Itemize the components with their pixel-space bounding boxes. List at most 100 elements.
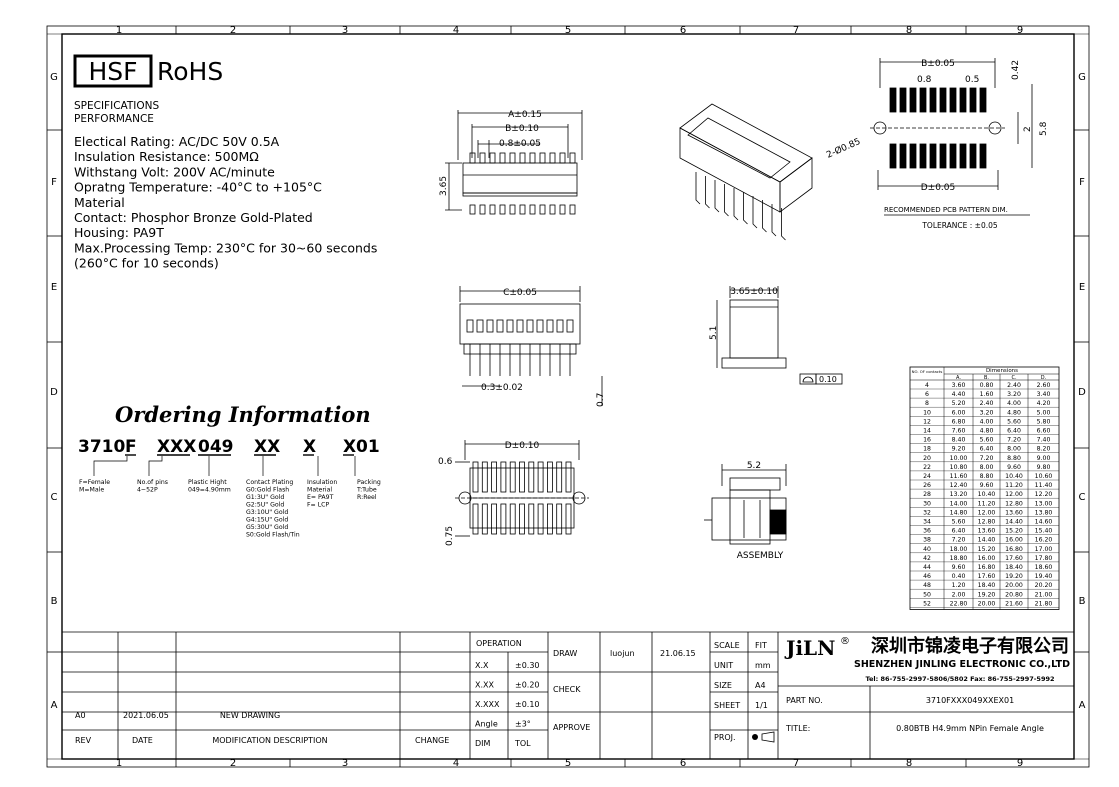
table-cell: 4.80 (1007, 409, 1021, 416)
part-no-label: PART NO. (786, 696, 823, 705)
proj-label: PROJ. (714, 733, 736, 742)
table-cell: 8.80 (1007, 455, 1021, 462)
grid-col-label: 9 (1017, 25, 1023, 36)
dim-pitch: 0.8±0.05 (499, 139, 541, 149)
table-cell: 12.00 (1005, 491, 1023, 498)
part-no-value: 3710FXXX049XXEX01 (926, 696, 1014, 705)
ordering-note: Contact Plating (246, 479, 293, 486)
dim-pcb-d: D±0.05 (921, 183, 956, 193)
table-cell: 24 (923, 473, 931, 480)
grid-col-label: 7 (793, 758, 799, 769)
table-cell: 17.00 (1035, 546, 1053, 553)
date-header: DATE (132, 736, 153, 745)
ordering-note: R:Reel (357, 494, 377, 501)
grid-row-label: C (51, 492, 58, 503)
draw-label: DRAW (553, 649, 577, 658)
table-cell: 14.40 (1005, 519, 1023, 526)
table-cell: 18.80 (950, 555, 968, 562)
pcb-tolerance: TOLERANCE : ±0.05 (921, 221, 998, 230)
tolerance-value: ±0.10 (515, 700, 540, 709)
company-name-en: SHENZHEN JINLING ELECTRONIC CO.,LTD (854, 659, 1070, 670)
assembly-view-dims: 5.2 ASSEMBLY (737, 461, 784, 561)
dim-height: 3.65 (439, 176, 449, 196)
table-cell: 34 (923, 519, 931, 526)
table-cell: 12.80 (978, 519, 996, 526)
table-cell: 5.00 (1037, 409, 1051, 416)
table-cell: 14.80 (950, 509, 968, 516)
table-cell: 8.00 (1007, 446, 1021, 453)
grid-col-label: 7 (793, 25, 799, 36)
drawer-name: luojun (610, 649, 635, 658)
table-cell: 2.40 (980, 400, 994, 407)
table-cell: 12.40 (950, 482, 968, 489)
ordering-leaders (93, 456, 356, 476)
table-cell: 11.20 (978, 500, 996, 507)
grid-row-label: A (51, 700, 58, 711)
ordering-note: F= LCP (307, 502, 329, 509)
unit-label: UNIT (714, 661, 733, 670)
ordering-note: G4:15U" Gold (246, 517, 288, 524)
dim-pcb-b: B±0.05 (921, 59, 955, 69)
spec-line: Electical Rating: AC/DC 50V 0.5A (74, 134, 280, 149)
table-cell: 16.00 (1005, 537, 1023, 544)
table-cell: 2.00 (952, 591, 966, 598)
ordering-title: Ordering Information (115, 402, 371, 427)
table-cell: 40 (923, 546, 931, 553)
tolerance-value: ±3° (515, 720, 531, 729)
table-cell: 21.60 (1005, 600, 1023, 607)
spec-line: Contact: Phosphor Bronze Gold-Plated (74, 210, 313, 225)
table-cell: 26 (923, 482, 931, 489)
table-cell: 11.20 (1005, 482, 1023, 489)
dim-side-width: 3.65±0.10 (730, 287, 778, 297)
grid-col-label: 4 (453, 758, 459, 769)
top-view-dims: C±0.05 0.3±0.02 0.7 (481, 288, 606, 407)
table-cell: 20.20 (1035, 582, 1053, 589)
table-cell: 8 (925, 400, 929, 407)
table-cell: 16.80 (1005, 546, 1023, 553)
grid-col-label: 2 (230, 25, 236, 36)
table-cell: 14.40 (978, 537, 996, 544)
table-cell: 10.40 (1005, 473, 1023, 480)
table-cell: 9.60 (980, 482, 994, 489)
ordering-note: S0:Gold Flash/Tin (246, 532, 300, 539)
grid-row-label: G (1078, 72, 1086, 83)
table-cell: 38 (923, 537, 931, 544)
table-cell: 12.00 (978, 509, 996, 516)
tolerance-value: TOL (514, 739, 531, 748)
table-cell: 4 (925, 382, 929, 389)
table-cell: 7.60 (952, 428, 966, 435)
table-cell: 8.00 (980, 464, 994, 471)
ordering-code-segment: X (303, 437, 316, 457)
spec-line: SPECIFICATIONS (74, 100, 160, 112)
table-cell: 20.80 (1005, 591, 1023, 598)
unit-value: mm (755, 661, 771, 670)
dim-a: A±0.15 (508, 110, 542, 120)
scale-label: SCALE (714, 641, 740, 650)
tolerance-label: DIM (475, 739, 491, 748)
front-view (445, 110, 583, 215)
registered-mark: ® (840, 636, 850, 647)
grid-row-label: E (51, 282, 57, 293)
table-cell: 3.40 (1037, 391, 1051, 398)
grid-row-label: D (50, 387, 58, 398)
table-cell: 9.60 (952, 564, 966, 571)
title-label: TITLE: (785, 724, 810, 733)
table-cell: 22 (923, 464, 931, 471)
pcb-pattern (870, 58, 1033, 216)
table-cell: 19.20 (978, 591, 996, 598)
table-cell: 2.60 (1037, 382, 1051, 389)
table-cell: 50 (923, 591, 931, 598)
revision-date: 2021.06.05 (123, 711, 169, 720)
table-cell: 3.20 (1007, 391, 1021, 398)
grid-row-label: E (1079, 282, 1085, 293)
ordering-code-segment: X (343, 437, 356, 457)
ordering-note: Plastic Hight (188, 479, 227, 486)
table-cell: 15.20 (978, 546, 996, 553)
table-cell: 17.60 (978, 573, 996, 580)
ordering-note: No.of pins (137, 479, 168, 486)
grid-col-label: 9 (1017, 758, 1023, 769)
table-cell: 13.60 (978, 528, 996, 535)
table-cell: 18 (923, 446, 931, 453)
